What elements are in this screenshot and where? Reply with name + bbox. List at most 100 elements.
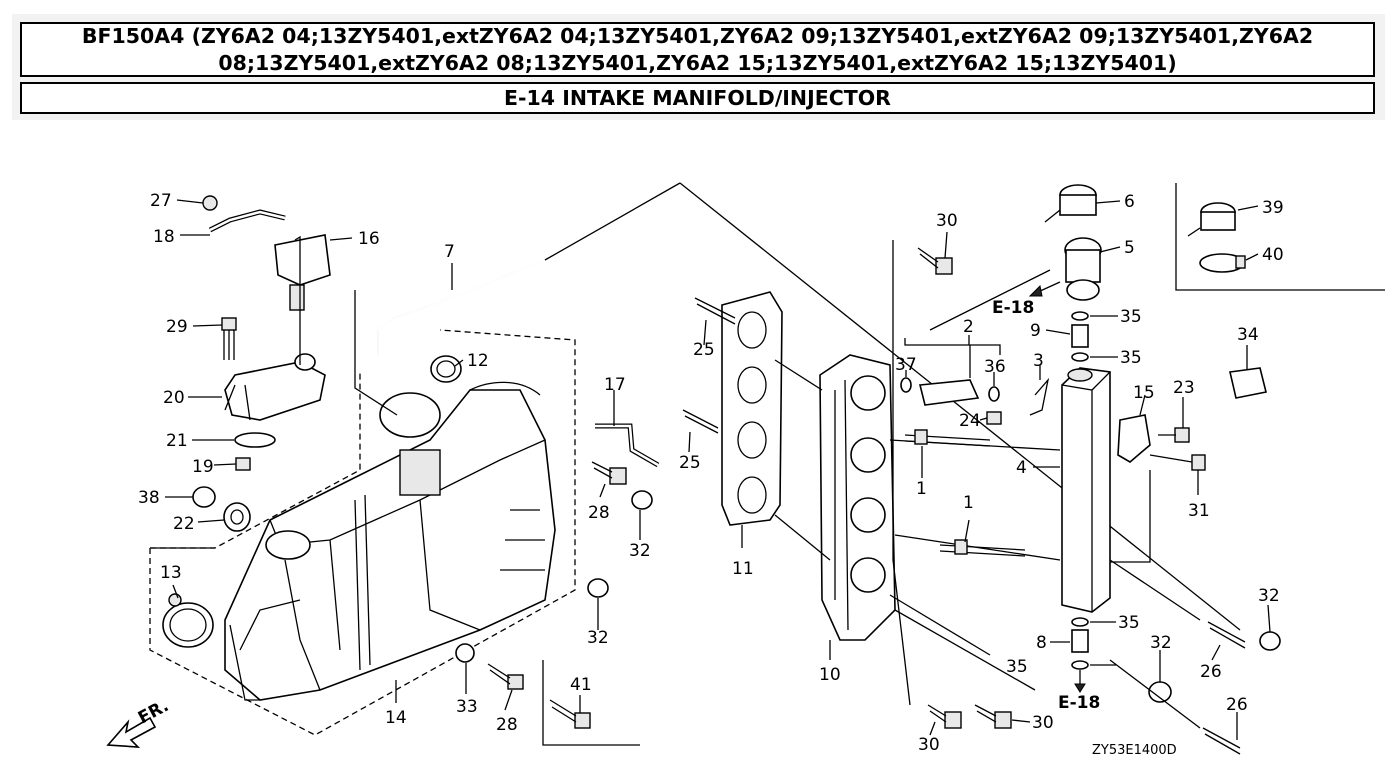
intake-manifold-body [224, 389, 556, 701]
callout-19: 19 [192, 457, 214, 477]
part-35-washer-1 [1071, 311, 1089, 321]
part-9-damper [1071, 324, 1089, 348]
callout-32-mid: 32 [587, 628, 609, 648]
callout-7: 7 [444, 242, 455, 262]
part-8-damper [1071, 629, 1089, 653]
section-title: E-14 INTAKE MANIFOLD/INJECTOR [504, 86, 891, 110]
callout-16: 16 [358, 229, 380, 249]
callout-18: 18 [153, 227, 175, 247]
part-27-screw [202, 195, 218, 211]
part-31-nut [1191, 454, 1206, 471]
callout-22: 22 [173, 514, 195, 534]
part-24-screw [986, 411, 1002, 425]
part-34-clip [1229, 367, 1267, 399]
diagram-code: ZY53E1400D [1092, 743, 1177, 758]
callout-34: 34 [1237, 325, 1259, 345]
part-30-bolt-top [935, 257, 953, 275]
intake-manifold-group [149, 195, 660, 746]
part-25-stud-lower [682, 409, 719, 434]
callout-8: 8 [1036, 633, 1047, 653]
section-title-box: E-14 INTAKE MANIFOLD/INJECTOR [20, 82, 1375, 114]
callout-9: 9 [1030, 321, 1041, 341]
model-title: BF150A4 (ZY6A2 04;13ZY5401,extZY6A2 04;1… [81, 23, 1314, 75]
callout-35-d: 35 [1006, 657, 1028, 677]
part-30-bolt-right [994, 711, 1012, 729]
part-32-nut-right [1259, 631, 1281, 651]
callout-31: 31 [1188, 501, 1210, 521]
callout-1-upper: 1 [916, 479, 927, 499]
ref-e18-lower: E-18 [1058, 693, 1100, 713]
fuel-rail-group [1028, 183, 1385, 755]
part-41-bolt [574, 712, 591, 729]
callout-15: 15 [1133, 383, 1155, 403]
injector-base-group [544, 182, 1241, 736]
part-16-bracket [274, 234, 331, 286]
part-26-stud-upper [1207, 621, 1246, 649]
callout-35-b: 35 [1120, 348, 1142, 368]
ref-e18-upper: E-18 [992, 298, 1034, 318]
callout-32-right: 32 [1258, 586, 1280, 606]
callout-28-lower: 28 [496, 715, 518, 735]
part-21-gasket [234, 432, 276, 448]
part-32-nut-left [631, 490, 653, 510]
callout-1-lower: 1 [963, 493, 974, 513]
page-header: BF150A4 (ZY6A2 04;13ZY5401,extZY6A2 04;1… [12, 14, 1385, 120]
callout-3: 3 [1033, 351, 1044, 371]
callout-6: 6 [1124, 192, 1135, 212]
manifold-sensor-block [399, 449, 441, 496]
callout-41: 41 [570, 675, 592, 695]
part-15-bracket [1117, 414, 1151, 463]
part-2-injector [918, 379, 980, 406]
part-36-o-ring [988, 386, 1000, 402]
part-19-collar [235, 457, 251, 471]
callout-29: 29 [166, 317, 188, 337]
callout-14: 14 [385, 708, 407, 728]
part-28-bolt-lower [507, 674, 524, 690]
callout-30-top: 30 [936, 211, 958, 231]
part-25-stud-upper [694, 297, 736, 325]
model-title-box: BF150A4 (ZY6A2 04;13ZY5401,extZY6A2 04;1… [20, 22, 1375, 77]
callout-30-bottom: 30 [918, 735, 940, 755]
part-26-stud-lower [1202, 727, 1241, 755]
callout-35-a: 35 [1120, 307, 1142, 327]
callout-26-lower: 26 [1226, 695, 1248, 715]
part-22-grommet [223, 502, 251, 532]
callout-26-upper: 26 [1200, 662, 1222, 682]
throttle-body-port [379, 392, 441, 438]
callout-35-c: 35 [1118, 613, 1140, 633]
callout-28-upper: 28 [588, 503, 610, 523]
callout-25-lower: 25 [679, 453, 701, 473]
callout-21: 21 [166, 431, 188, 451]
part-11-gasket [721, 291, 783, 526]
part-35-washer-2 [1071, 352, 1089, 362]
callout-37: 37 [895, 355, 917, 375]
callout-39: 39 [1262, 198, 1284, 218]
callout-12: 12 [467, 351, 489, 371]
part-28-bolt-upper [609, 467, 627, 485]
part-23-bolt [1174, 427, 1190, 443]
part-30-bolt-bottom [944, 711, 962, 729]
callout-10: 10 [819, 665, 841, 685]
callout-33: 33 [456, 697, 478, 717]
part-33-washer [455, 643, 475, 663]
part-32-nut-mid [587, 578, 609, 598]
callout-labels: 27 18 16 7 12 29 20 21 19 38 22 13 14 33… [138, 191, 1284, 758]
callout-23: 23 [1173, 378, 1195, 398]
callout-36: 36 [984, 357, 1006, 377]
callout-2: 2 [963, 317, 974, 337]
callout-5: 5 [1124, 238, 1135, 258]
part-4-fuel-rail [1061, 367, 1111, 613]
part-29-bolt [221, 317, 237, 331]
callout-38: 38 [138, 488, 160, 508]
callout-20: 20 [163, 388, 185, 408]
part-37-o-ring [900, 377, 912, 393]
callout-11: 11 [732, 559, 754, 579]
callout-32-lower: 32 [1150, 633, 1172, 653]
part-38-bolt [192, 486, 216, 508]
callout-40: 40 [1262, 245, 1284, 265]
part-20-iac-valve [224, 361, 326, 421]
callout-24: 24 [959, 411, 981, 431]
part-1-stud-lower [939, 544, 1026, 557]
callout-4: 4 [1016, 458, 1027, 478]
